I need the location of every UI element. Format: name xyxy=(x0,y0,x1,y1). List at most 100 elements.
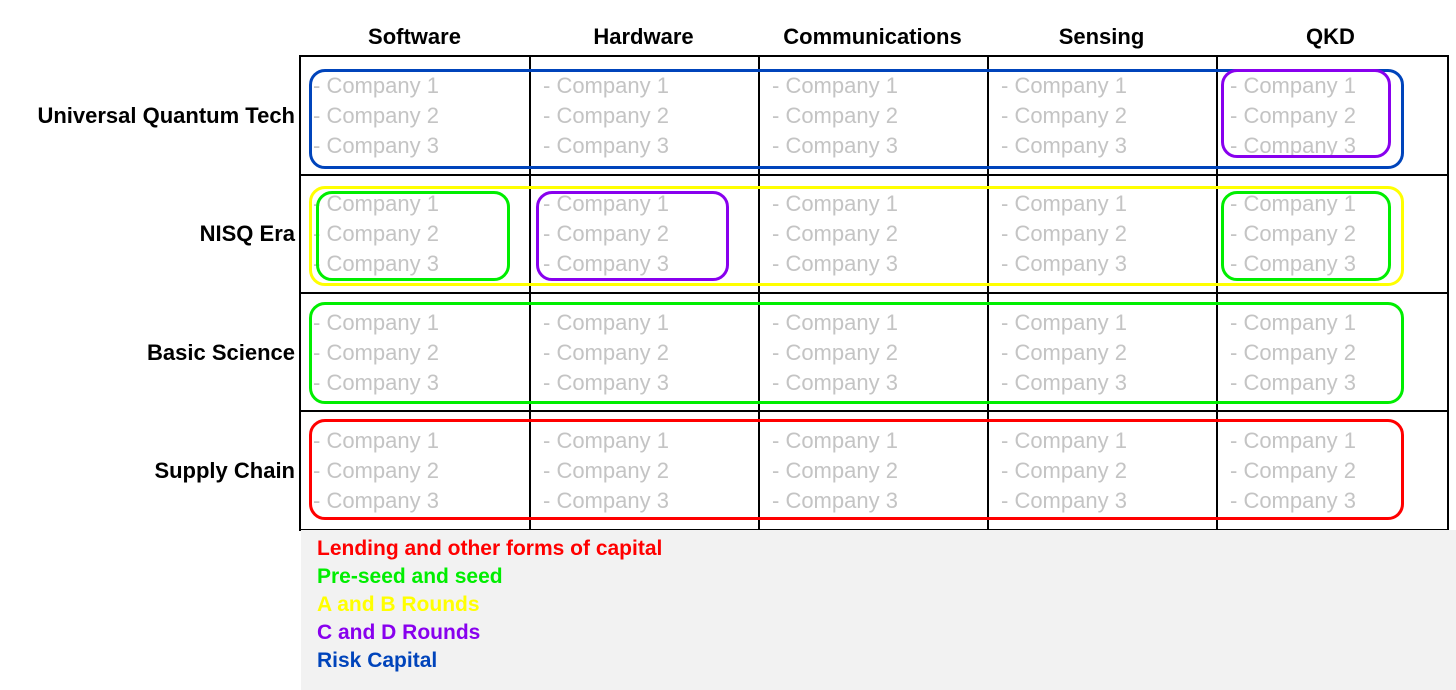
company-entry: - Company 3 xyxy=(1001,370,1127,395)
company-entry: - Company 2 xyxy=(1230,221,1356,246)
grid-cell: - Company 1 - Company 2 - Company 3 xyxy=(1001,189,1226,279)
grid-cell: - Company 1 - Company 2 - Company 3 xyxy=(1001,426,1226,516)
company-entry: - Company 1 xyxy=(1230,310,1356,335)
company-entry: - Company 2 xyxy=(543,458,669,483)
region-risk-capital xyxy=(309,69,1404,169)
company-entry: - Company 1 xyxy=(1001,73,1127,98)
company-entry: - Company 1 xyxy=(772,310,898,335)
column-header-software: Software xyxy=(368,24,461,49)
company-entry: - Company 1 xyxy=(543,191,669,216)
company-entry: - Company 3 xyxy=(543,370,669,395)
grid-cell: - Company 1 - Company 2 - Company 3 xyxy=(1001,71,1226,161)
grid-cell: - Company 1 - Company 2 - Company 3 xyxy=(1001,308,1226,398)
company-entry: - Company 3 xyxy=(313,370,439,395)
company-entry: - Company 1 xyxy=(1001,310,1127,335)
legend-item-c-d-rounds: C and D Rounds xyxy=(317,621,481,644)
grid-divider xyxy=(301,410,1447,412)
grid-cell: - Company 1 - Company 2 - Company 3 xyxy=(772,71,997,161)
row-header-nisq-era: NISQ Era xyxy=(199,221,295,246)
company-entry: - Company 2 xyxy=(772,340,898,365)
company-entry: - Company 2 xyxy=(1001,458,1127,483)
company-entry: - Company 1 xyxy=(772,73,898,98)
company-entry: - Company 2 xyxy=(1001,340,1127,365)
company-entry: - Company 1 xyxy=(1230,191,1356,216)
column-header-qkd: QKD xyxy=(1306,24,1355,49)
row-header-supply-chain: Supply Chain xyxy=(154,458,295,483)
company-entry: - Company 2 xyxy=(772,103,898,128)
company-entry: - Company 1 xyxy=(543,310,669,335)
grid-cell: - Company 1 - Company 2 - Company 3 xyxy=(313,189,538,279)
region-c-and-d-rounds-hardware xyxy=(536,191,729,281)
company-entry: - Company 3 xyxy=(1001,133,1127,158)
company-entry: - Company 3 xyxy=(1001,488,1127,513)
row-header-universal-quantum-tech: Universal Quantum Tech xyxy=(37,103,295,128)
company-entry: - Company 3 xyxy=(1230,488,1356,513)
company-entry: - Company 2 xyxy=(543,340,669,365)
legend-item-lending: Lending and other forms of capital xyxy=(317,537,663,560)
company-entry: - Company 1 xyxy=(313,310,439,335)
company-grid xyxy=(299,55,1449,531)
company-entry: - Company 3 xyxy=(772,488,898,513)
region-pre-seed-and-seed xyxy=(309,302,1404,404)
region-a-and-b-rounds xyxy=(309,186,1404,286)
legend-item-risk-capital: Risk Capital xyxy=(317,649,438,672)
grid-cell: - Company 1 - Company 2 - Company 3 xyxy=(1230,426,1455,516)
company-entry: - Company 2 xyxy=(313,103,439,128)
grid-divider xyxy=(301,174,1447,176)
company-entry: - Company 3 xyxy=(1230,133,1356,158)
company-entry: - Company 2 xyxy=(1230,340,1356,365)
row-header-basic-science: Basic Science xyxy=(147,340,295,365)
company-entry: - Company 2 xyxy=(313,221,439,246)
company-entry: - Company 3 xyxy=(543,488,669,513)
grid-cell: - Company 1 - Company 2 - Company 3 xyxy=(543,308,768,398)
company-entry: - Company 3 xyxy=(772,370,898,395)
grid-cell: - Company 1 - Company 2 - Company 3 xyxy=(543,189,768,279)
company-entry: - Company 1 xyxy=(313,428,439,453)
company-entry: - Company 3 xyxy=(772,251,898,276)
grid-cell: - Company 1 - Company 2 - Company 3 xyxy=(543,426,768,516)
company-entry: - Company 1 xyxy=(543,73,669,98)
company-entry: - Company 1 xyxy=(1230,428,1356,453)
company-entry: - Company 2 xyxy=(1230,458,1356,483)
company-entry: - Company 1 xyxy=(313,191,439,216)
grid-cell: - Company 1- Company 2- Company 3 xyxy=(543,71,768,161)
company-entry: - Company 2 xyxy=(313,340,439,365)
company-entry: - Company 3 xyxy=(313,251,439,276)
company-entry: - Company 1 xyxy=(1001,191,1127,216)
company-entry: - Company 1 xyxy=(1001,428,1127,453)
company-entry: - Company 3 xyxy=(543,133,669,158)
company-entry: - Company 1 xyxy=(772,191,898,216)
company-entry: - Company 2 xyxy=(1230,103,1356,128)
region-pre-seed-software xyxy=(316,191,510,281)
grid-divider xyxy=(301,292,1447,294)
company-entry: - Company 1 xyxy=(1230,73,1356,98)
grid-cell: - Company 1- Company 2- Company 3 xyxy=(313,426,538,516)
region-lending xyxy=(309,419,1404,520)
company-entry: - Company 3 xyxy=(1230,251,1356,276)
legend-item-pre-seed: Pre-seed and seed xyxy=(317,565,503,588)
company-entry: - Company 3 xyxy=(1001,251,1127,276)
grid-cell: - Company 1 - Company 2 - Company 3 xyxy=(772,308,997,398)
column-header-sensing: Sensing xyxy=(1058,24,1145,49)
grid-cell: - Company 1 - Company 2 - Company 3 xyxy=(772,189,997,279)
company-entry: - Company 3 xyxy=(772,133,898,158)
company-entry: - Company 2 xyxy=(772,221,898,246)
region-c-and-d-rounds-qkd xyxy=(1221,69,1391,158)
company-entry: - Company 3 xyxy=(1230,370,1356,395)
grid-cell: - Company 1 - Company 2 - Company 3 xyxy=(1230,189,1455,279)
legend: Lending and other forms of capital Pre-s… xyxy=(301,530,1456,690)
column-header-hardware: Hardware xyxy=(593,24,694,49)
company-entry: - Company 2 xyxy=(1001,103,1127,128)
column-header-communications: Communications xyxy=(783,24,962,49)
company-entry: - Company 2 xyxy=(1001,221,1127,246)
company-entry: - Company 2 xyxy=(543,221,669,246)
company-entry: - Company 3 xyxy=(543,251,669,276)
company-entry: - Company 1 xyxy=(772,428,898,453)
company-entry: - Company 3 xyxy=(313,133,439,158)
company-entry: - Company 2 xyxy=(313,458,439,483)
grid-cell: - Company 1 - Company 2 - Company 3 xyxy=(313,71,538,161)
region-pre-seed-qkd xyxy=(1221,191,1391,281)
company-entry: - Company 1 xyxy=(313,73,439,98)
company-entry: - Company 1 xyxy=(543,428,669,453)
grid-cell: - Company 1 - Company 2 - Company 3 xyxy=(313,308,538,398)
